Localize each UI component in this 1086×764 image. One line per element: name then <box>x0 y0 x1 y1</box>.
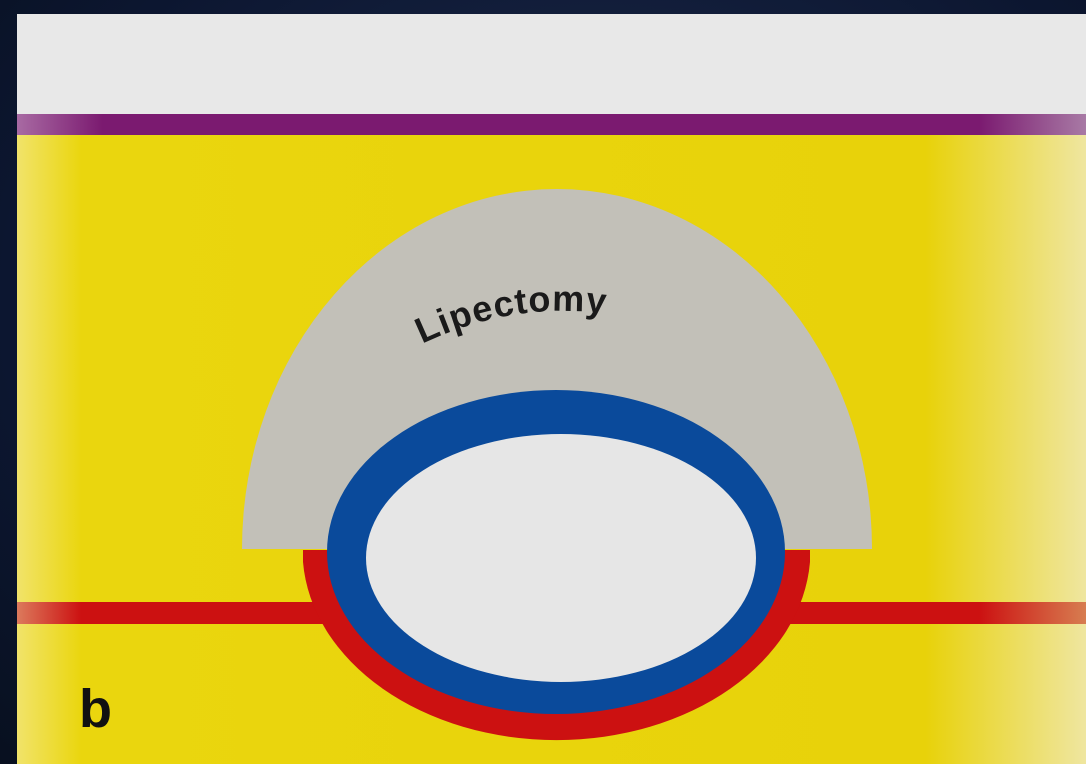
vessel-lumen <box>366 434 756 682</box>
membrane-band <box>17 114 1086 135</box>
skin-band <box>17 14 1086 114</box>
diagram-panel: Lipectomy b <box>17 14 1086 764</box>
diagram-svg: Lipectomy b <box>17 14 1086 764</box>
panel-letter: b <box>79 679 112 739</box>
